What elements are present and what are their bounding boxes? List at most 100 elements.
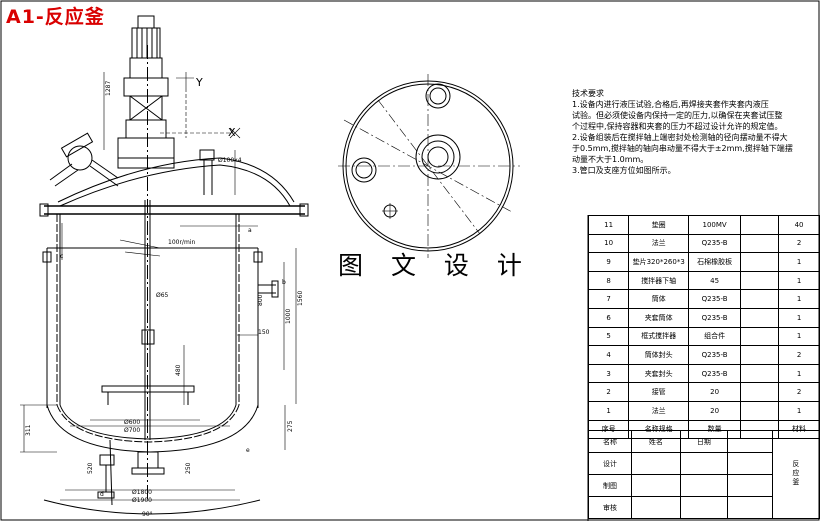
- bom-cell: 夹套封头: [628, 363, 690, 384]
- axis-x-label: X: [228, 126, 236, 139]
- tb-name-label: 名称: [588, 430, 632, 453]
- tb-drawing-name: 反应釜: [791, 460, 800, 487]
- bom-cell: [740, 400, 780, 421]
- tb-drawing-name-cell: 反应釜: [771, 430, 820, 519]
- bom-cell: [740, 215, 780, 235]
- bom-cell: 20: [688, 382, 742, 402]
- tb-date-label: 日期: [679, 430, 729, 453]
- bom-cell: 2: [778, 233, 820, 254]
- bom-cell: 夹套筒体: [628, 307, 690, 328]
- tech-line: 1.设备内进行液压试验,合格后,再焊接夹套作夹套内液压: [572, 100, 769, 109]
- tb-empty: [727, 496, 773, 519]
- tech-line: 2.设备组装后在搅拌轴上端密封处检测轴的径向摆动量不得大: [572, 133, 788, 142]
- bom-cell: 1: [778, 289, 820, 309]
- bom-cell: 法兰: [628, 400, 690, 421]
- bom-row: 10 法兰 Q235-B 2: [587, 233, 820, 254]
- d1-label: Ø600: [124, 419, 140, 426]
- bom-cell: 1: [778, 326, 820, 347]
- h9-label: 250: [185, 462, 192, 474]
- bom-cell: 框式搅拌器: [628, 326, 690, 347]
- tb-sign-label: 姓名: [630, 430, 681, 453]
- bom-cell: [740, 326, 780, 347]
- bom-cell: Q235-B: [688, 307, 742, 328]
- title-block: 名称 姓名 日期 反应釜 设计 制图 审核: [588, 430, 820, 519]
- bom-cell: 2: [778, 382, 820, 402]
- technical-requirements: 技术要求 1.设备内进行液压试验,合格后,再焊接夹套作夹套内液压 试验。但必须使…: [572, 88, 812, 176]
- bom-cell: 6: [587, 307, 630, 328]
- bom-cell: 1: [587, 400, 630, 421]
- bom-cell: 45: [688, 270, 742, 291]
- label-c: c: [60, 253, 63, 260]
- bom-row: 8 搅拌器下轴 45 1: [587, 270, 820, 291]
- bom-row: 7 筒体 Q235-B 1: [587, 289, 820, 309]
- h1-label: 1560: [297, 291, 304, 306]
- bom-cell: 1: [778, 400, 820, 421]
- bom-cell: 1: [778, 307, 820, 328]
- bom-cell: 10: [587, 233, 630, 254]
- bom-cell: 1: [778, 252, 820, 272]
- bom-cell: [740, 289, 780, 309]
- tb-review-label: 审核: [588, 496, 632, 519]
- watermark-stamp: 图 文 设 计: [338, 251, 532, 280]
- tb-empty: [630, 496, 681, 519]
- tb-empty: [727, 452, 773, 475]
- bom-cell: 搅拌器下轴: [628, 270, 690, 291]
- bom-cell: 100MV: [688, 215, 742, 235]
- bill-of-materials: 11 垫圈 100MV 40 10 法兰 Q235-B 2 9 垫片320*26…: [587, 215, 820, 440]
- bom-row: 5 框式搅拌器 组合件 1: [587, 326, 820, 347]
- bom-cell: 石棉橡胶板: [688, 252, 742, 272]
- nozzle-label: Ø100x4: [218, 157, 242, 164]
- tb-empty: [630, 474, 681, 497]
- bom-cell: 20: [688, 400, 742, 421]
- tb-design-label: 设计: [588, 452, 632, 475]
- bom-row: 6 夹套筒体 Q235-B 1: [587, 307, 820, 328]
- tb-empty: [679, 452, 729, 475]
- bom-cell: [740, 345, 780, 365]
- angle-label: 90°: [142, 511, 153, 518]
- top-view: [338, 74, 520, 258]
- tech-line: 于0.5mm,搅拌轴的轴向串动量不得大于±2mm,搅拌轴下端摆: [572, 144, 793, 153]
- bom-cell: 5: [587, 326, 630, 347]
- tech-heading: 技术要求: [572, 89, 604, 98]
- label-d: d: [100, 491, 104, 498]
- bom-row: 9 垫片320*260*3 石棉橡胶板 1: [587, 252, 820, 272]
- bom-cell: 法兰: [628, 233, 690, 254]
- bom-row: 4 筒体封头 Q235-B 2: [587, 345, 820, 365]
- bom-cell: 9: [587, 252, 630, 272]
- tb-empty: [727, 474, 773, 497]
- bom-cell: [740, 363, 780, 384]
- bom-row: 11 垫圈 100MV 40: [587, 215, 820, 235]
- bom-cell: 11: [587, 215, 630, 235]
- d3-label: Ø1800: [132, 489, 152, 496]
- label-b: b: [282, 279, 286, 286]
- bom-cell: 垫片320*260*3: [628, 252, 690, 272]
- bom-cell: 4: [587, 345, 630, 365]
- speed-label: 100r/min: [168, 239, 195, 246]
- h3-label: 800: [257, 294, 264, 306]
- bom-cell: [740, 382, 780, 402]
- tb-empty: [630, 452, 681, 475]
- bom-cell: Q235-B: [688, 289, 742, 309]
- bom-cell: 1: [778, 363, 820, 384]
- tb-draw-label: 制图: [588, 474, 632, 497]
- d4-label: Ø1900: [132, 497, 152, 504]
- bom-cell: 1: [778, 270, 820, 291]
- bom-row: 2 接管 20 2: [587, 382, 820, 402]
- bom-cell: 2: [778, 345, 820, 365]
- bom-cell: Q235-B: [688, 233, 742, 254]
- bom-cell: 垫圈: [628, 215, 690, 235]
- bom-cell: [740, 307, 780, 328]
- bom-cell: 筒体: [628, 289, 690, 309]
- tech-line: 动量不大于1.0mm。: [572, 155, 649, 164]
- h4-label: 480: [175, 364, 182, 376]
- label-a: a: [248, 227, 252, 234]
- bom-cell: 40: [778, 215, 820, 235]
- bom-cell: Q235-B: [688, 363, 742, 384]
- h2-label: 1000: [285, 309, 292, 324]
- bom-cell: 接管: [628, 382, 690, 402]
- tb-empty: [727, 430, 773, 453]
- front-dimension-labels: 100r/min Ø65 Ø600 Ø700 Ø1800 Ø1900 1560 …: [25, 76, 304, 518]
- bom-cell: 组合件: [688, 326, 742, 347]
- h7-label: 311: [25, 424, 32, 436]
- bom-cell: 3: [587, 363, 630, 384]
